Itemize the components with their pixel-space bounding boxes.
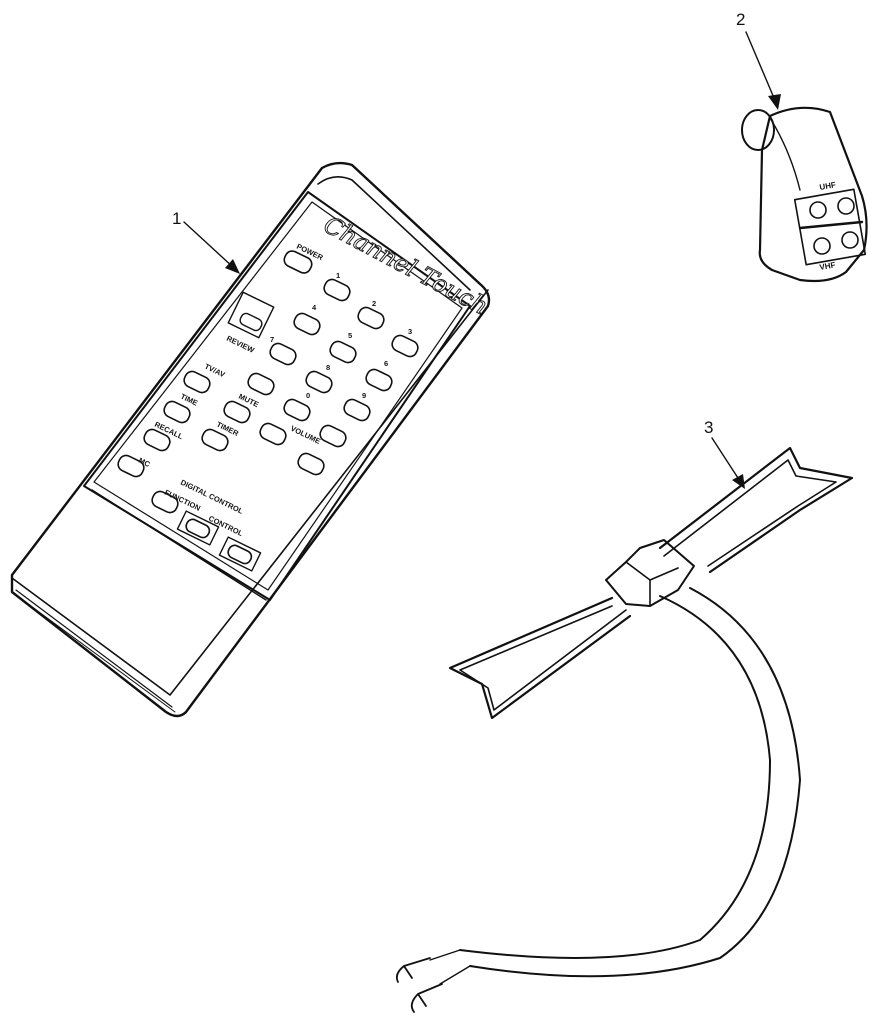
terminal-screw-bottom-left (813, 237, 831, 255)
terminal-screw-top-left (809, 201, 827, 219)
remote-body-outline (10, 161, 491, 718)
digit-label-4: 4 (312, 303, 317, 312)
digit-label-8: 8 (326, 363, 330, 372)
digit-button-0[interactable] (282, 397, 312, 423)
callout-number-3: 3 (704, 418, 713, 437)
adapter-top-label: UHF (819, 180, 837, 192)
brand-logo: Channel Touch (319, 211, 492, 321)
volume-label: VOLUME (289, 424, 322, 446)
leader-line-1 (183, 221, 235, 269)
ribbon-edge-inner (469, 587, 801, 978)
digit-button-1[interactable] (322, 277, 352, 303)
digit-button-3[interactable] (390, 333, 420, 359)
timer-button[interactable] (200, 427, 230, 453)
callout-number-1: 1 (172, 209, 181, 228)
antenna-element-right (658, 446, 854, 574)
control-left-button[interactable] (184, 517, 211, 539)
spade-lug-upper (395, 957, 431, 983)
callout-3: 3 (704, 418, 745, 489)
digit-label-0: 0 (306, 391, 310, 400)
terminal-screw-bottom-right (841, 231, 859, 249)
adapter-edge (769, 117, 801, 191)
digit-button-6[interactable] (364, 367, 394, 393)
digit-button-9[interactable] (342, 397, 372, 423)
button-panel-frame (83, 191, 471, 601)
ribbon-split (429, 949, 471, 985)
dipole-antenna (395, 446, 854, 1013)
callout-2: 2 (736, 10, 781, 110)
mc-button[interactable] (116, 453, 146, 479)
digit-button-7[interactable] (268, 341, 298, 367)
digit-label-7: 7 (270, 335, 274, 344)
digit-label-5: 5 (348, 331, 352, 340)
antenna-element-left-inner (459, 605, 627, 711)
adapter-body (758, 106, 868, 283)
terminal-screw-top-right (837, 197, 855, 215)
remote-top-cap (317, 176, 471, 291)
antenna-element-right-inner (663, 459, 837, 567)
digit-label-2: 2 (372, 299, 376, 308)
leader-line-2 (745, 31, 775, 99)
volume-down-left-button[interactable] (258, 421, 288, 447)
panel-divider (91, 489, 267, 601)
return-box (227, 291, 275, 339)
callout-number-2: 2 (736, 10, 745, 29)
spade-lug-lower (410, 983, 443, 1013)
function-button[interactable] (150, 489, 180, 515)
remote-side-line-2 (19, 597, 176, 713)
volume-up-button[interactable] (318, 423, 348, 449)
recall-button[interactable] (142, 427, 172, 453)
clamp-ridge (625, 561, 679, 581)
control-label: CONTROL (207, 514, 245, 539)
digit-label-3: 3 (408, 327, 412, 336)
volume-down-button[interactable] (296, 451, 326, 477)
callout-1: 1 (172, 209, 240, 274)
digit-button-2[interactable] (356, 305, 386, 331)
ribbon-edge-outer (459, 595, 771, 959)
digit-button-5[interactable] (328, 339, 358, 365)
review-label: REVIEW (225, 334, 256, 355)
arrowhead-2 (768, 94, 781, 110)
digit-button-8[interactable] (304, 369, 334, 395)
control-right-box (218, 536, 262, 572)
mute-label: MUTE (237, 392, 260, 409)
digit-label-6: 6 (384, 359, 388, 368)
time-button[interactable] (162, 399, 192, 425)
digit-label-1: 1 (336, 271, 340, 280)
antenna-element-left (448, 596, 632, 720)
digit-label-9: 9 (362, 391, 366, 400)
remote-side-line (15, 589, 173, 708)
control-right-button[interactable] (226, 543, 253, 565)
return-button[interactable] (238, 312, 263, 332)
control-left-box (176, 510, 220, 546)
leader-line-3 (711, 437, 739, 479)
terminal-divider (798, 220, 864, 230)
adapter-bottom-label: VHF (819, 260, 836, 272)
mute-button[interactable] (222, 399, 252, 425)
digital-control-label: DIGITAL CONTROL (179, 478, 245, 516)
remote-control: Channel Touch POWER 1 2 3 4 5 6 REVIEW 7… (10, 161, 493, 718)
timer-label: TIMER (215, 420, 240, 439)
adapter-plug (741, 109, 775, 151)
power-button[interactable] (282, 249, 314, 276)
tvav-label: TV/AV (203, 362, 226, 380)
tvav-button[interactable] (182, 369, 212, 395)
button-panel-inner-frame (93, 201, 463, 591)
digit-button-4[interactable] (292, 311, 322, 337)
channel-down-button[interactable] (246, 371, 276, 397)
uhf-vhf-adapter: UHF VHF (741, 106, 868, 283)
arrowhead-1 (225, 259, 240, 274)
